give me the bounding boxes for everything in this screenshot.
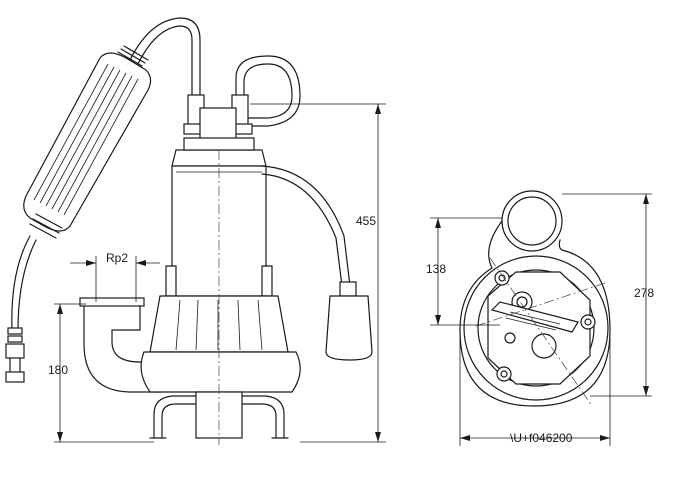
outlet-flange [79,297,145,307]
plug-icon [9,357,21,373]
outlet-circle [501,190,563,252]
float-cable-right [261,165,351,287]
foot-left [153,395,197,439]
pump-volute-body [140,351,301,393]
dimension-diameter-label: \U+f046200 [510,431,573,445]
pump-side-view [5,17,373,445]
handle-bar-top [490,301,579,333]
dimension-138-label: 138 [426,262,446,276]
float-cable-down [11,235,31,331]
dimension-180-label: 180 [48,363,68,377]
cable-entry-2 [531,333,557,359]
dimension-rp2-label: Rp2 [106,251,128,265]
top-view-housing [463,255,609,401]
bolt-right [580,314,596,330]
bolt-top-left [494,270,510,286]
float-cable-top [129,17,201,96]
side-dimensions: 455 180 Rp2 [48,103,386,443]
foot-right [241,395,285,439]
power-cable-loop [235,55,301,127]
clip-left [165,265,177,297]
bolt-bottom [496,366,512,382]
top-view-outline [459,220,611,407]
clip-right [261,265,273,297]
pump-top-view [459,190,611,407]
top-dimensions: 138 278 \U+f046200 [426,193,654,446]
dimension-278-label: 278 [634,286,654,300]
float-switch-right [325,295,373,361]
center-line-diagonal [475,281,609,327]
plug-collar-1 [7,327,23,335]
dimension-455-label: 455 [356,214,376,228]
float-switch-left [23,45,152,239]
